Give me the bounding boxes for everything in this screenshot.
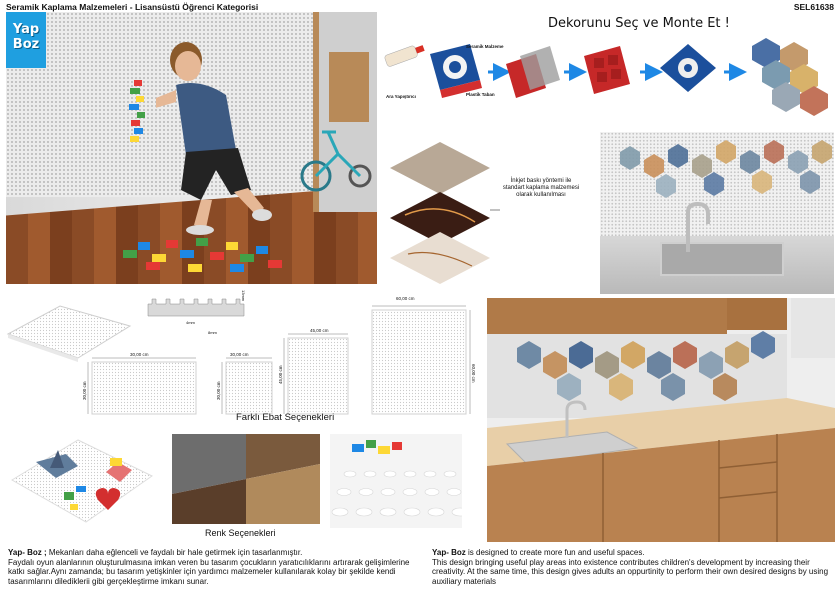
profile-height: 13mm [241,290,246,302]
dim-30-side-large: 30,00 cm [82,381,87,400]
dim-60-top: 60,00 cm [396,296,415,301]
floor-blocks [123,238,282,272]
kitchen-photo-small [600,132,834,294]
faucet [686,202,710,252]
wall-blocks [129,80,145,142]
en-bold-title: Yap- Boz [432,548,466,557]
en-line1: is designed to create more fun and usefu… [465,548,645,557]
poster-code: SEL61638 [793,2,834,12]
dim-45-top: 45,00 cm [310,328,329,333]
kitchen-photo-large [487,298,835,542]
description-en: Yap- Boz is designed to create more fun … [432,548,836,586]
decor-title: Dekorunu Seç ve Monte Et ! [548,16,730,31]
profile-depth: 8mm [208,330,217,335]
dim-30-top-large: 30,00 cm [130,352,149,357]
logo-line-1: Yap [12,22,40,37]
dim-30-top-small: 30,00 cm [230,352,249,357]
label-adhesive: Ara Yapıştırıcı [386,94,416,99]
color-options [172,434,320,524]
tr-body: Faydalı oyun alanlarının oluşturulmasına… [8,557,410,586]
poster-title: Seramik Kaplama Malzemeleri - Lisansüstü… [6,2,259,12]
yap-boz-logo: Yap Boz [6,12,46,68]
dim-60-side: 60,00 cm [471,364,476,383]
description-tr: Yap- Boz ; Mekanları daha eğlenceli ve f… [8,548,428,586]
plate-closeup [330,434,462,528]
toy-plate [11,439,153,523]
shelf [329,52,369,122]
logo-line-2: Boz [12,37,40,52]
tricycle [300,130,372,192]
marble-layers [390,142,500,284]
label-ceramic: Seramik Malzeme [466,44,504,49]
profile-gap: 4mm [186,320,195,325]
child-figure [156,42,272,235]
sink [660,242,784,276]
dim-30-side-small: 30,00 cm [216,381,221,400]
hero-photo: Yap Boz [6,12,377,284]
dim-45-side: 45,00 cm [278,365,283,384]
tr-bold-title: Yap- Boz ; [8,548,47,557]
colors-label: Renk Seçenekleri [205,528,276,538]
en-body: This design bringing useful play areas i… [432,557,829,586]
sizes-label: Farklı Ebat Seçenekleri [236,412,335,423]
inkjet-note: İnkjet baskı yöntemi ile standart kaplam… [502,178,580,198]
tr-line1: Mekanları daha eğlenceli ve faydalı bir … [46,548,303,557]
assembly-steps [384,38,828,116]
size-options [6,298,471,415]
label-plastic: Plastik Taban [466,92,495,97]
hex-tiles [620,140,832,198]
